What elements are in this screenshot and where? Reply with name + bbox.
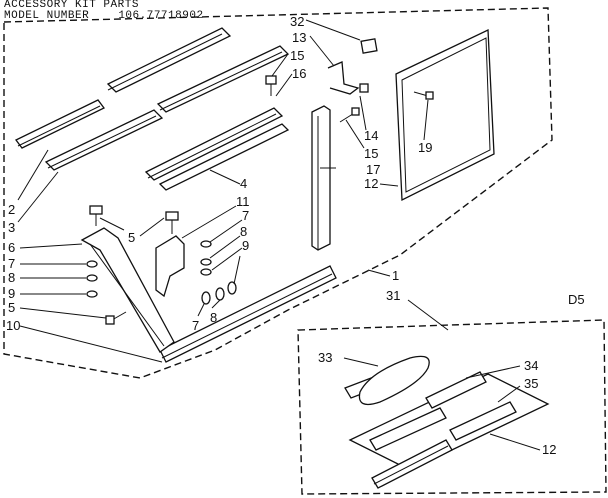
callout-labels: 32 13 15 16 14 15 17 12 19 4 11 7 8 9 2 … — [6, 14, 585, 457]
washer-9a — [200, 268, 212, 276]
inset-channel-1 — [369, 371, 487, 451]
callout-34: 34 — [524, 358, 538, 373]
inset-channel-2 — [449, 401, 517, 441]
callout-2: 2 — [8, 202, 15, 217]
callout-35: 35 — [524, 376, 538, 391]
leg-bracket — [155, 235, 185, 298]
weatherseal-strip — [344, 355, 430, 406]
leader-lines — [17, 19, 541, 451]
callout-15-lower: 15 — [364, 146, 378, 161]
callout-19: 19 — [418, 140, 432, 155]
main-kit-boundary — [3, 7, 553, 379]
washer-9c — [227, 281, 237, 295]
callout-9-upper: 9 — [242, 238, 249, 253]
vertical-post — [311, 105, 331, 251]
callout-9-left: 9 — [8, 286, 15, 301]
callout-1: 1 — [392, 268, 399, 283]
model-number-value: 106.77718902 — [118, 10, 204, 22]
screw-16 — [265, 75, 277, 96]
screw-15 — [339, 107, 360, 123]
screw-5-lower — [105, 311, 127, 325]
side-panel — [395, 28, 495, 202]
washer-7a — [200, 240, 212, 248]
rail-short-left — [15, 99, 105, 149]
foam-pad — [360, 38, 378, 54]
callout-5-upper: 5 — [128, 230, 135, 245]
callout-7-upper: 7 — [242, 208, 249, 223]
callout-12-inset: 12 — [542, 442, 556, 457]
rail-center — [144, 107, 284, 181]
washer-7b — [86, 260, 98, 268]
washer-8a — [200, 258, 212, 266]
screw-14 — [359, 83, 369, 93]
callout-12-upper: 12 — [364, 176, 378, 191]
screw-19 — [413, 91, 434, 100]
washer-9b — [86, 290, 98, 298]
callout-33: 33 — [318, 350, 332, 365]
diagram-title: ACCESSORY KIT PARTS — [4, 0, 139, 11]
page-code: D5 — [568, 292, 585, 307]
rail-middle-left — [44, 109, 164, 171]
callout-3: 3 — [8, 220, 15, 235]
model-number-label: MODEL NUMBER — [4, 10, 90, 22]
rail-bottom-long — [159, 265, 337, 363]
callout-8-bottom: 8 — [210, 310, 217, 325]
inset-rail-long — [371, 439, 453, 489]
callout-10: 10 — [6, 318, 20, 333]
model-number-line: MODEL NUMBER 106.77718902 — [4, 11, 204, 22]
callout-15-upper: 15 — [290, 48, 304, 63]
callout-5-lower: 5 — [8, 300, 15, 315]
callout-17: 17 — [366, 162, 380, 177]
support-leg — [80, 227, 175, 353]
callout-13: 13 — [292, 30, 306, 45]
callout-6: 6 — [8, 240, 15, 255]
washer-8b — [86, 274, 98, 282]
callout-31: 31 — [386, 288, 400, 303]
callout-4: 4 — [240, 176, 247, 191]
callout-8-left: 8 — [8, 270, 15, 285]
rail-top — [106, 27, 232, 93]
rail-center-lower — [158, 123, 290, 191]
callout-14: 14 — [364, 128, 378, 143]
callout-8-upper: 8 — [240, 224, 247, 239]
callout-7-left: 7 — [8, 256, 15, 271]
callout-16: 16 — [292, 66, 306, 81]
callout-7-bottom: 7 — [192, 318, 199, 333]
callout-11: 11 — [236, 194, 250, 209]
inset-box-outline — [297, 319, 607, 495]
angle-bracket — [327, 61, 360, 95]
screw-5-left — [89, 205, 103, 226]
screw-5-right — [165, 211, 179, 234]
washer-7c — [201, 291, 211, 305]
callout-32: 32 — [290, 14, 304, 29]
washer-8c — [215, 287, 225, 301]
